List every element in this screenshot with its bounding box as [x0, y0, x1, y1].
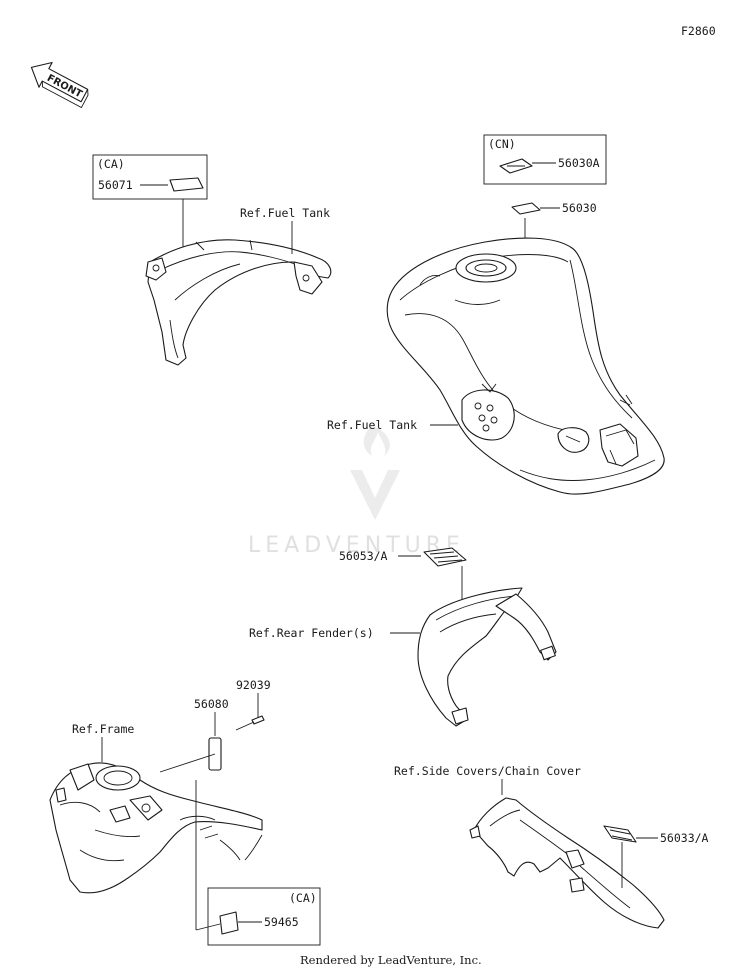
- credit-text: Rendered by LeadVenture, Inc.: [300, 953, 482, 967]
- frame-part: [49, 762, 263, 894]
- watermark-text: LEADVENTURE: [248, 533, 465, 558]
- callout-56030a: 56030A: [558, 156, 600, 170]
- callout-cn: (CN): [488, 137, 516, 151]
- label-59465-icon: [219, 911, 239, 935]
- rear-fender-part: [417, 587, 557, 727]
- callout-56033a: 56033/A: [660, 831, 709, 845]
- callout-ref-fuel-tank-top: Ref.Fuel Tank: [240, 206, 330, 220]
- callout-92039: 92039: [236, 678, 271, 692]
- tank-cover-part: [145, 239, 332, 366]
- cn-box: [483, 134, 607, 185]
- callout-56030: 56030: [562, 201, 597, 215]
- fuel-tank-part: [386, 237, 665, 495]
- callout-ref-rear-fender: Ref.Rear Fender(s): [249, 626, 374, 640]
- ca-box-top: [92, 154, 208, 200]
- leadventure-watermark-logo: [350, 425, 400, 520]
- callout-ref-fuel-tank-right: Ref.Fuel Tank: [327, 418, 417, 432]
- callout-59465: 59465: [264, 915, 299, 929]
- label-56030-icon: [511, 202, 541, 215]
- callout-56053a: 56053/A: [339, 549, 388, 563]
- callout-ref-frame: Ref.Frame: [72, 722, 134, 736]
- callout-ca-bottom: (CA): [289, 891, 317, 905]
- rivet-92039-icon: [251, 715, 265, 725]
- diagram-id: F2860: [681, 24, 716, 38]
- front-arrow-icon: FRONT: [30, 61, 89, 109]
- callout-56071: 56071: [98, 178, 133, 192]
- chain-cover-part: [469, 797, 665, 929]
- callout-ref-side-covers: Ref.Side Covers/Chain Cover: [394, 764, 581, 778]
- label-56071-icon: [169, 177, 204, 192]
- callout-56080: 56080: [194, 697, 229, 711]
- callout-ca-top: (CA): [97, 157, 125, 171]
- ca-box-bottom: [207, 887, 321, 946]
